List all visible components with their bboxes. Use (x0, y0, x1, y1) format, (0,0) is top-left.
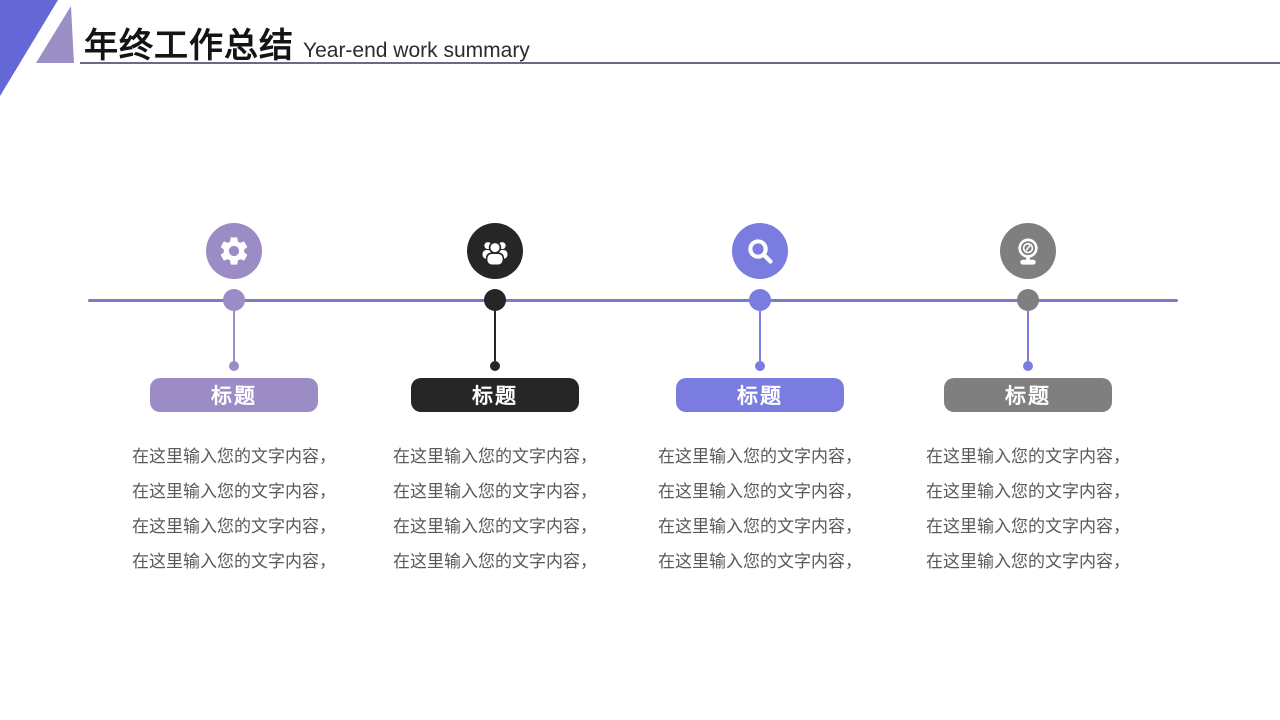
connector-line (1027, 311, 1029, 361)
connector-line (233, 311, 235, 361)
body-line: 在这里输入您的文字内容， (926, 482, 1130, 501)
body-text: 在这里输入您的文字内容， 在这里输入您的文字内容， 在这里输入您的文字内容， 在… (630, 439, 890, 579)
connector-end-dot (490, 361, 500, 371)
body-line: 在这里输入您的文字内容， (658, 482, 862, 501)
connector-end-dot (1023, 361, 1033, 371)
timeline-item: 标题 在这里输入您的文字内容， 在这里输入您的文字内容， 在这里输入您的文字内容… (630, 223, 890, 643)
connector-line (759, 311, 761, 361)
body-line: 在这里输入您的文字内容， (132, 447, 336, 466)
timeline-node-dot (223, 289, 245, 311)
title-badge-label: 标题 (1005, 385, 1051, 408)
body-line: 在这里输入您的文字内容， (393, 482, 597, 501)
body-line: 在这里输入您的文字内容， (393, 447, 597, 466)
timeline-item: 标题 在这里输入您的文字内容， 在这里输入您的文字内容， 在这里输入您的文字内容… (365, 223, 625, 643)
body-line: 在这里输入您的文字内容， (132, 482, 336, 501)
body-line: 在这里输入您的文字内容， (658, 447, 862, 466)
title-badge-label: 标题 (211, 385, 257, 408)
timeline-node-dot (749, 289, 771, 311)
title-badge: 标题 (676, 378, 844, 412)
webcam-icon (1000, 223, 1056, 279)
title-badge: 标题 (944, 378, 1112, 412)
header-divider (80, 62, 1280, 64)
timeline-line (88, 299, 1178, 302)
body-line: 在这里输入您的文字内容， (393, 517, 597, 536)
body-text: 在这里输入您的文字内容， 在这里输入您的文字内容， 在这里输入您的文字内容， 在… (898, 439, 1158, 579)
timeline-item: 标题 在这里输入您的文字内容， 在这里输入您的文字内容， 在这里输入您的文字内容… (898, 223, 1158, 643)
page-subtitle: Year-end work summary (303, 39, 530, 62)
gear-icon (206, 223, 262, 279)
header: 年终工作总结 Year-end work summary (84, 18, 530, 67)
timeline-node-dot (1017, 289, 1039, 311)
title-badge-label: 标题 (472, 385, 518, 408)
timeline-node-dot (484, 289, 506, 311)
title-badge-label: 标题 (737, 385, 783, 408)
body-text: 在这里输入您的文字内容， 在这里输入您的文字内容， 在这里输入您的文字内容， 在… (104, 439, 364, 579)
body-line: 在这里输入您的文字内容， (658, 552, 862, 571)
body-line: 在这里输入您的文字内容， (926, 552, 1130, 571)
body-line: 在这里输入您的文字内容， (926, 517, 1130, 536)
connector-end-dot (229, 361, 239, 371)
title-badge: 标题 (150, 378, 318, 412)
body-line: 在这里输入您的文字内容， (926, 447, 1130, 466)
connector-end-dot (755, 361, 765, 371)
body-line: 在这里输入您的文字内容， (132, 517, 336, 536)
page-title: 年终工作总结 (84, 27, 294, 65)
connector-line (494, 311, 496, 361)
timeline-item: 标题 在这里输入您的文字内容， 在这里输入您的文字内容， 在这里输入您的文字内容… (104, 223, 364, 643)
search-icon (732, 223, 788, 279)
title-badge: 标题 (411, 378, 579, 412)
body-text: 在这里输入您的文字内容， 在这里输入您的文字内容， 在这里输入您的文字内容， 在… (365, 439, 625, 579)
body-line: 在这里输入您的文字内容， (393, 552, 597, 571)
body-line: 在这里输入您的文字内容， (658, 517, 862, 536)
body-line: 在这里输入您的文字内容， (132, 552, 336, 571)
users-icon (467, 223, 523, 279)
